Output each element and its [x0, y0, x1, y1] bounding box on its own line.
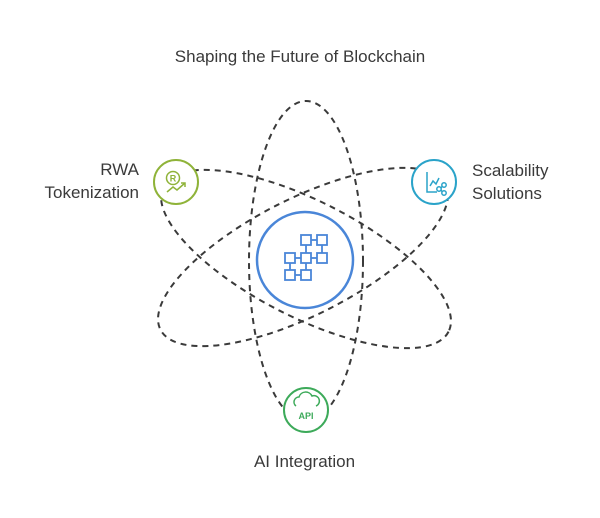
- ai-integration-label: AI Integration: [253, 452, 356, 471]
- api-icon-text: API: [298, 411, 313, 421]
- center-node: [255, 210, 355, 310]
- rwa-tokenization-label: RWA Tokenization: [44, 160, 139, 202]
- scalability-chart-icon: [426, 172, 447, 196]
- rwa-token-icon: R: [165, 170, 186, 193]
- ai-node: API: [283, 387, 329, 433]
- rwa-node: R: [153, 159, 199, 205]
- orbit-falling: [160, 168, 452, 350]
- blockchain-blocks-icon: [284, 234, 328, 281]
- scalability-solutions-label: Scalability Solutions: [472, 161, 549, 203]
- scalability-node: [411, 159, 457, 205]
- diagram-title: Shaping the Future of Blockchain: [174, 47, 426, 66]
- svg-text:R: R: [170, 174, 177, 184]
- api-cloud-icon: API: [293, 391, 321, 421]
